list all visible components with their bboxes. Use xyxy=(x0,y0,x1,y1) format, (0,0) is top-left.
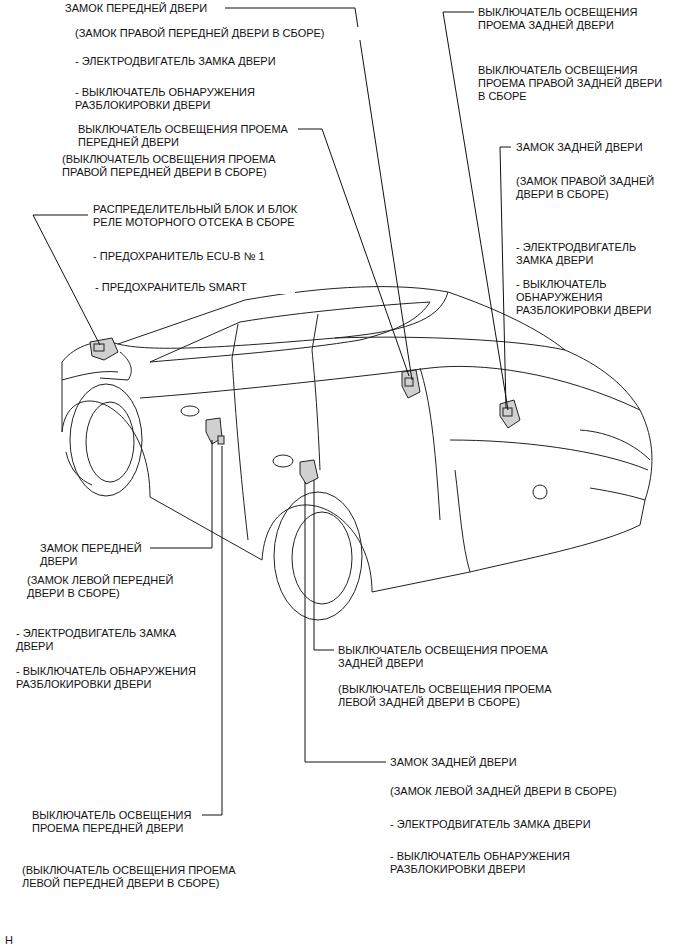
wheels-stroke xyxy=(86,402,134,482)
car-body-stroke xyxy=(232,324,238,358)
component-parts-stroke xyxy=(90,338,118,360)
car-body-stroke xyxy=(590,488,645,500)
part-name: ЗАМОК ПЕРЕДНЕЙ ДВЕРИ xyxy=(40,542,150,568)
sub-part: - ВЫКЛЮЧАТЕЛЬ ОБНАРУЖЕНИЯ РАЗБЛОКИРОВКИ … xyxy=(16,665,206,691)
sub-part: - ВЫКЛЮЧАТЕЛЬ ОБНАРУЖЕНИЯ РАЗБЛОКИРОВКИ … xyxy=(75,86,265,112)
leader-lines-stroke xyxy=(195,446,222,815)
leader-lines-stroke xyxy=(33,215,100,345)
car-body-stroke xyxy=(150,302,430,362)
wheels-stroke xyxy=(292,512,352,604)
leader-lines-stroke xyxy=(146,440,212,548)
sub-part: - ЭЛЕКТРОДВИГАТЕЛЬ ЗАМКА ДВЕРИ xyxy=(390,818,610,831)
part-name: ВЫКЛЮЧАТЕЛЬ ОСВЕЩЕНИЯ ПРОЕМА ЗАДНЕЙ ДВЕР… xyxy=(478,6,648,32)
part-name: ВЫКЛЮЧАТЕЛЬ ОСВЕЩЕНИЯ ПРОЕМА ПЕРЕДНЕЙ ДВ… xyxy=(78,123,298,149)
component-parts-stroke xyxy=(300,460,318,484)
figure-code: H xyxy=(5,934,25,947)
car-body xyxy=(62,287,652,592)
car-body-stroke xyxy=(62,287,652,592)
assembly-name: (ЗАМОК ЛЕВОЙ ПЕРЕДНЕЙ ДВЕРИ В СБОРЕ) xyxy=(27,574,207,600)
assembly-name: (ЗАМОК ЛЕВОЙ ЗАДНЕЙ ДВЕРИ В СБОРЕ) xyxy=(390,785,630,798)
leader-lines-stroke xyxy=(305,482,386,762)
part-name: РАСПРЕДЕЛИТЕЛЬНЫЙ БЛОК И БЛОК РЕЛЕ МОТОР… xyxy=(93,203,308,229)
assembly-name: ВЫКЛЮЧАТЕЛЬ ОСВЕЩЕНИЯ ПРОЕМА ПРАВОЙ ЗАДН… xyxy=(478,64,670,103)
assembly-name: (ВЫКЛЮЧАТЕЛЬ ОСВЕЩЕНИЯ ПРОЕМА ЛЕВОЙ ПЕРЕ… xyxy=(22,864,247,890)
car-body-stroke xyxy=(533,485,547,499)
part-name: ЗАМОК ЗАДНЕЙ ДВЕРИ xyxy=(390,756,590,769)
car-body-stroke xyxy=(273,455,293,467)
leader-lines-stroke xyxy=(500,147,511,408)
assembly-name: (ВЫКЛЮЧАТЕЛЬ ОСВЕЩЕНИЯ ПРОЕМА ЛЕВОЙ ЗАДН… xyxy=(338,683,563,709)
sub-part: - ВЫКЛЮЧАТЕЛЬ ОБНАРУЖЕНИЯ РАЗБЛОКИРОВКИ … xyxy=(516,278,682,317)
assembly-name: (ВЫКЛЮЧАТЕЛЬ ОСВЕЩЕНИЯ ПРОЕМА ПРАВОЙ ПЕР… xyxy=(62,153,292,179)
part-name: ВЫКЛЮЧАТЕЛЬ ОСВЕЩЕНИЯ ПРОЕМА ПЕРЕДНЕЙ ДВ… xyxy=(32,809,202,835)
sub-part: - ПРЕДОХРАНИТЕЛЬ ECU-B № 1 xyxy=(93,250,293,263)
car-body-stroke xyxy=(580,430,650,460)
leader-lines-stroke xyxy=(314,480,334,650)
component-parts xyxy=(90,338,520,484)
car-body-stroke xyxy=(420,368,440,520)
component-parts-stroke xyxy=(94,344,104,351)
part-name: ВЫКЛЮЧАТЕЛЬ ОСВЕЩЕНИЯ ПРОЕМА ЗАДНЕЙ ДВЕР… xyxy=(338,644,578,670)
car-body-stroke xyxy=(450,440,648,470)
component-parts-stroke xyxy=(500,400,520,428)
sub-part: - ПРЕДОХРАНИТЕЛЬ SMART xyxy=(95,281,295,294)
car-body-stroke xyxy=(232,358,248,540)
leader-lines-stroke xyxy=(294,129,409,376)
sub-part: - ЭЛЕКТРОДВИГАТЕЛЬ ЗАМКА ДВЕРИ xyxy=(16,627,186,653)
car-body-stroke xyxy=(181,406,199,416)
part-name: ЗАМОК ЗАДНЕЙ ДВЕРИ xyxy=(516,141,666,154)
car-body-stroke xyxy=(335,337,565,350)
car-body-stroke xyxy=(140,366,640,410)
car-body-stroke xyxy=(312,350,320,470)
component-parts-stroke xyxy=(218,436,224,444)
car-body-stroke xyxy=(118,292,448,348)
sub-part: - ЭЛЕКТРОДВИГАТЕЛЬ ЗАМКА ДВЕРИ xyxy=(75,55,295,68)
car-body-stroke xyxy=(455,470,470,572)
car-body-stroke xyxy=(312,314,318,350)
part-name: ЗАМОК ПЕРЕДНЕЙ ДВЕРИ xyxy=(65,2,225,15)
wheels-stroke xyxy=(70,384,142,496)
assembly-name: (ЗАМОК ПРАВОЙ ПЕРЕДНЕЙ ДВЕРИ В СБОРЕ) xyxy=(75,27,365,40)
assembly-name: (ЗАМОК ПРАВОЙ ЗАДНЕЙ ДВЕРИ В СБОРЕ) xyxy=(516,175,666,201)
sub-part: - ВЫКЛЮЧАТЕЛЬ ОБНАРУЖЕНИЯ РАЗБЛОКИРОВКИ … xyxy=(390,850,580,876)
sub-part: - ЭЛЕКТРОДВИГАТЕЛЬ ЗАМКА ДВЕРИ xyxy=(516,241,646,267)
wheels-stroke xyxy=(274,492,362,620)
